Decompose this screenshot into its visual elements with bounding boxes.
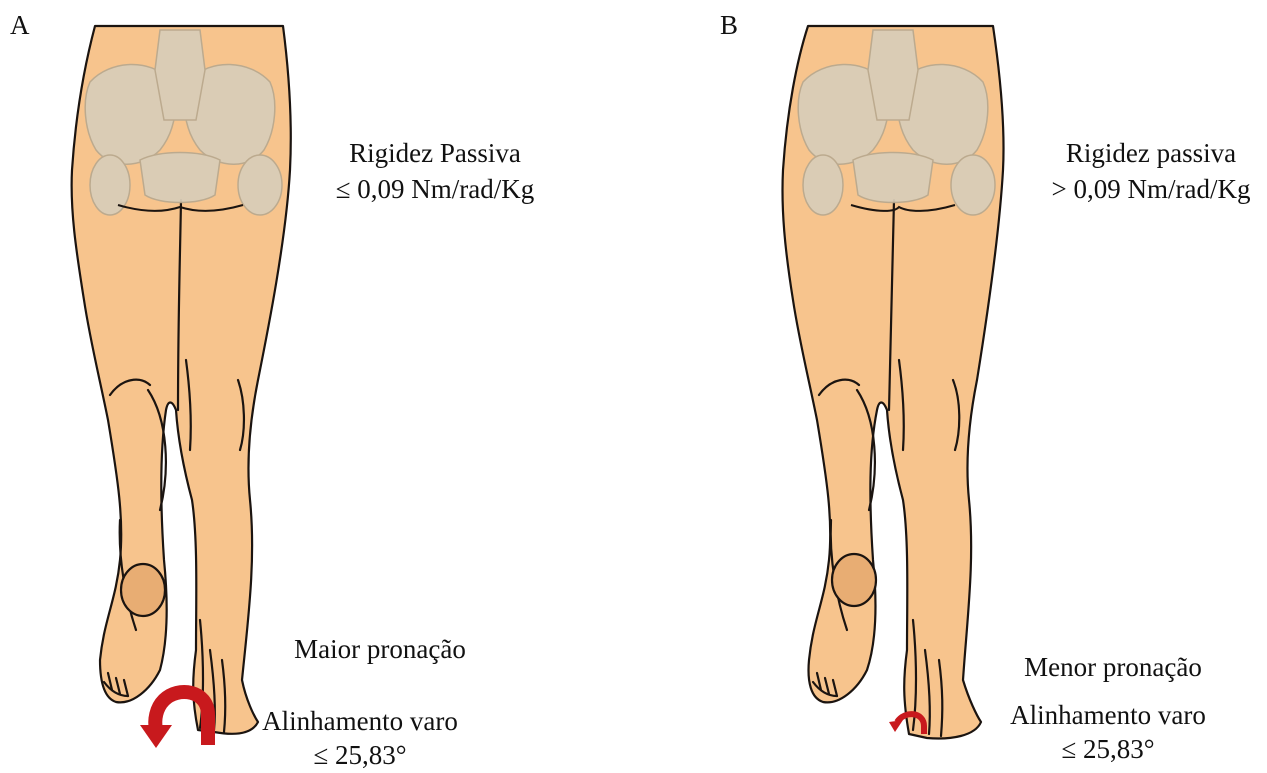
alignment-label: Alinhamento varo [260, 704, 460, 738]
alignment-value: ≤ 25,83° [988, 732, 1228, 766]
stiffness-label: Rigidez Passiva [315, 136, 555, 170]
panel-a: A [0, 0, 633, 773]
stiffness-value: ≤ 0,09 Nm/rad/Kg [315, 172, 555, 206]
alignment-value: ≤ 25,83° [260, 738, 460, 772]
pronation-label: Maior pronação [270, 632, 490, 666]
stiffness-label: Rigidez passiva [1031, 136, 1267, 170]
alignment-label: Alinhamento varo [988, 698, 1228, 732]
panel-b: B R [633, 0, 1266, 773]
stiffness-value: > 0,09 Nm/rad/Kg [1031, 172, 1267, 206]
pronation-label: Menor pronação [993, 650, 1233, 684]
